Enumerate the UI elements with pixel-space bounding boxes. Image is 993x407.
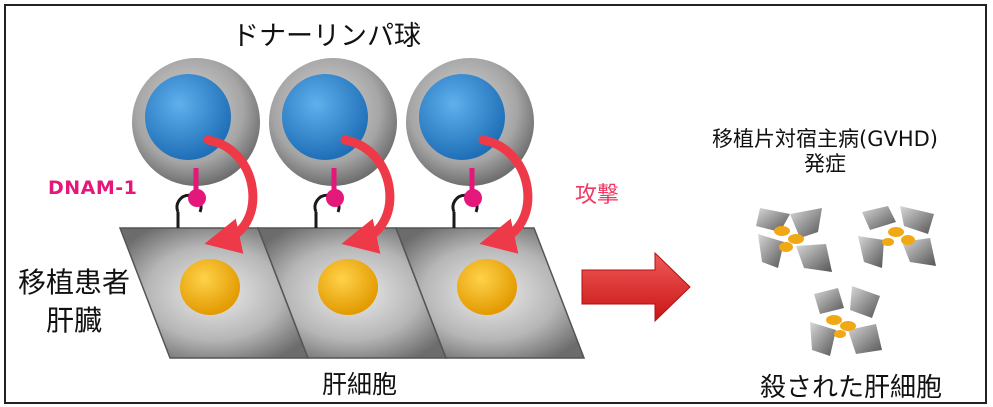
- liver-label: 肝臓: [45, 304, 102, 337]
- dnam1-receptor: [175, 168, 206, 228]
- killed-hepatocyte: [810, 286, 882, 356]
- attack-arrow-icon: [478, 135, 533, 254]
- hepatocyte-nucleus: [457, 259, 517, 315]
- donor-lymphocyte: [406, 58, 534, 186]
- donor-lymphocyte-label: ドナーリンパ球: [232, 21, 421, 52]
- hepatocyte-nucleus: [318, 259, 378, 315]
- hepatocyte-nucleus: [180, 259, 240, 315]
- hepatocyte-label: 肝細胞: [322, 370, 398, 399]
- attack-label: 攻撃: [575, 183, 620, 208]
- killed-hepatocyte: [756, 208, 832, 272]
- dnam1-receptor: [451, 168, 482, 228]
- dnam1-label: DNAM-1: [48, 177, 138, 199]
- big-right-arrow-icon: [581, 251, 691, 323]
- attack-arrow-icon: [340, 135, 395, 254]
- dnam1-receptor: [313, 168, 344, 228]
- killed-hepatocyte: [858, 206, 936, 268]
- gvhd-onset: 発症: [804, 152, 846, 176]
- liver-tissue: [118, 227, 586, 359]
- figure-frame: [4, 4, 987, 404]
- attack-arrow-icon: [203, 135, 258, 254]
- killed-hepatocyte-label: 殺された肝細胞: [760, 373, 943, 403]
- gvhd-label: 移植片対宿主病(GVHD) 発症: [700, 127, 950, 177]
- gvhd-title: 移植片対宿主病(GVHD): [712, 127, 938, 151]
- transplant-liver-label: 移植患者 肝臓: [18, 264, 130, 340]
- transplant-patient-label: 移植患者: [18, 266, 131, 299]
